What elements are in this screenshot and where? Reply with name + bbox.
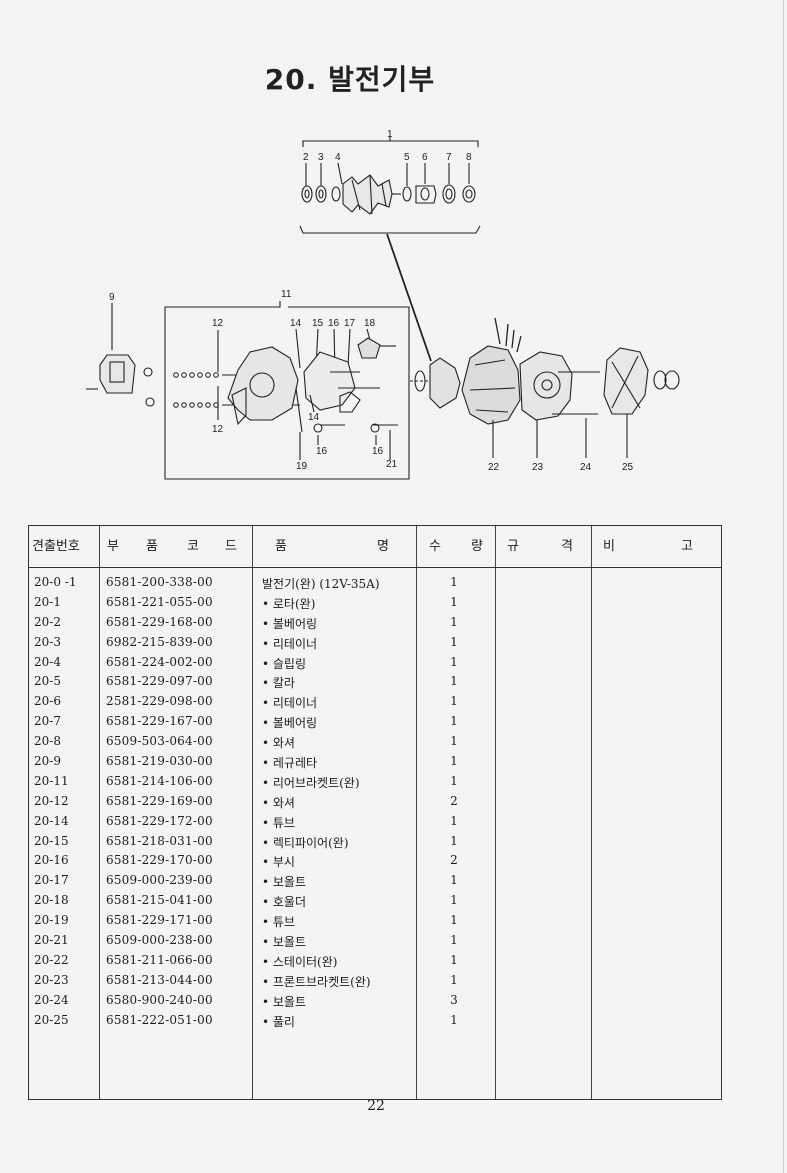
callout-label: 18 bbox=[364, 318, 376, 329]
header-divider bbox=[29, 567, 721, 568]
header-code-4: 드 bbox=[225, 539, 237, 554]
front-assembly-group bbox=[410, 317, 680, 458]
header-qty-2: 량 bbox=[471, 539, 483, 554]
column-divider bbox=[99, 526, 100, 1099]
rear-bracket-group bbox=[164, 301, 410, 480]
callout-label: 2 bbox=[303, 152, 309, 163]
callout-label: 16 bbox=[316, 446, 328, 457]
column-divider bbox=[495, 526, 496, 1099]
callout-label: 5 bbox=[404, 152, 410, 163]
header-no: 견출번호 bbox=[32, 539, 80, 554]
callout-label: 4 bbox=[335, 152, 341, 163]
header-spec-1: 규 bbox=[507, 539, 519, 554]
column-divider bbox=[416, 526, 417, 1099]
header-name-1: 품 bbox=[275, 539, 287, 554]
callout-labels: 1 2 3 4 5 6 7 8 9 11 12 14 15 16 17 18 1… bbox=[109, 129, 634, 473]
callout-label: 15 bbox=[312, 318, 324, 329]
regulator-part bbox=[86, 303, 155, 407]
callout-label: 16 bbox=[328, 318, 340, 329]
callout-label: 6 bbox=[422, 152, 428, 163]
callout-label: 21 bbox=[386, 459, 398, 470]
header-remark-2: 고 bbox=[681, 539, 693, 554]
callout-label: 25 bbox=[622, 462, 634, 473]
page-title: 20. 발전기부 bbox=[264, 63, 436, 96]
callout-label: 3 bbox=[318, 152, 324, 163]
rotor-assembly-group bbox=[299, 136, 481, 234]
callout-label: 12 bbox=[212, 424, 224, 435]
callout-label: 16 bbox=[372, 446, 384, 457]
callout-label: 8 bbox=[466, 152, 472, 163]
page-edge bbox=[783, 0, 784, 1173]
callout-label: 12 bbox=[212, 318, 224, 329]
callout-label: 7 bbox=[446, 152, 452, 163]
callout-label: 14 bbox=[308, 412, 320, 423]
callout-label: 14 bbox=[290, 318, 302, 329]
header-code-3: 코 bbox=[187, 539, 199, 554]
header-name-2: 명 bbox=[377, 539, 389, 554]
callout-label: 24 bbox=[580, 462, 592, 473]
callout-label: 9 bbox=[109, 292, 115, 303]
callout-label: 11 bbox=[281, 289, 292, 300]
header-qty-1: 수 bbox=[429, 539, 441, 554]
callout-label: 23 bbox=[532, 462, 544, 473]
page-number: 22 bbox=[367, 1098, 385, 1114]
header-remark-1: 비 bbox=[603, 539, 615, 554]
callout-label: 1 bbox=[387, 129, 393, 140]
header-code-1: 부 bbox=[107, 539, 119, 554]
callout-label: 17 bbox=[344, 318, 356, 329]
column-divider bbox=[591, 526, 592, 1099]
column-divider bbox=[252, 526, 253, 1099]
header-code-2: 품 bbox=[146, 539, 158, 554]
callout-label: 19 bbox=[296, 461, 308, 472]
exploded-parts-diagram: 1 2 3 4 5 6 7 8 9 11 12 14 15 16 17 18 1… bbox=[86, 129, 680, 480]
header-spec-2: 격 bbox=[561, 539, 573, 554]
callout-label: 22 bbox=[488, 462, 500, 473]
